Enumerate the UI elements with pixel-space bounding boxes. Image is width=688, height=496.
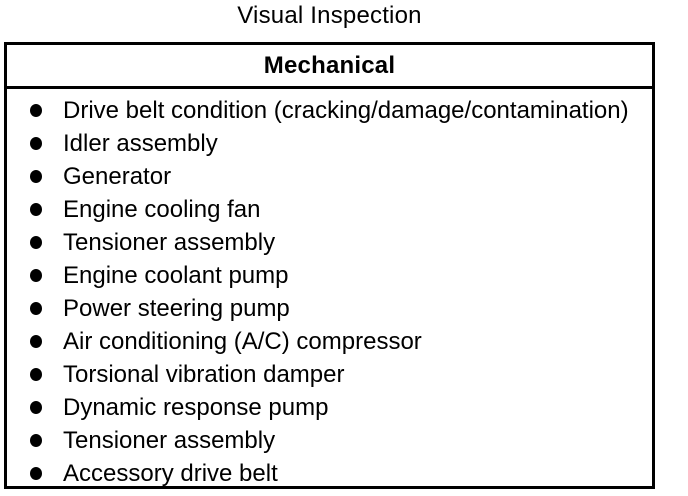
bullet-icon [30,236,42,249]
list-item-label: Engine cooling fan [63,195,261,223]
bullet-icon [30,467,42,480]
page-title: Visual Inspection [237,2,422,29]
inspection-item-list: Drive belt condition (cracking/damage/co… [7,89,652,486]
list-item: Air conditioning (A/C) compressor [7,325,652,358]
bullet-icon [30,170,42,183]
list-item: Power steering pump [7,292,652,325]
bullet-icon [30,335,42,348]
list-item: Tensioner assembly [7,226,652,259]
list-item: Drive belt condition (cracking/damage/co… [7,94,652,127]
list-item-label: Idler assembly [63,129,218,157]
bullet-icon [30,137,42,150]
bullet-icon [30,302,42,315]
list-item: Engine cooling fan [7,193,652,226]
bullet-icon [30,203,42,216]
list-item: Idler assembly [7,127,652,160]
bullet-icon [30,269,42,282]
bullet-icon [30,368,42,381]
list-item-label: Tensioner assembly [63,228,276,256]
list-item: Tensioner assembly [7,424,652,457]
list-item: Accessory drive belt [7,457,652,486]
bullet-icon [30,401,42,414]
list-item-label: Engine coolant pump [63,261,289,289]
list-item-label: Dynamic response pump [63,393,329,421]
list-item: Torsional vibration damper [7,358,652,391]
list-item: Generator [7,160,652,193]
list-item-label: Generator [63,162,172,190]
list-item-label: Tensioner assembly [63,426,276,454]
list-item: Engine coolant pump [7,259,652,292]
list-item-label: Air conditioning (A/C) compressor [63,327,422,355]
bullet-icon [30,434,42,447]
mechanical-inspection-panel: Mechanical Drive belt condition (crackin… [4,42,655,489]
list-item-label: Drive belt condition (cracking/damage/co… [63,96,629,124]
bullet-icon [30,104,42,117]
list-item: Dynamic response pump [7,391,652,424]
panel-header: Mechanical [7,45,652,89]
list-item-label: Power steering pump [63,294,290,322]
list-item-label: Accessory drive belt [63,459,278,487]
list-item-label: Torsional vibration damper [63,360,345,388]
